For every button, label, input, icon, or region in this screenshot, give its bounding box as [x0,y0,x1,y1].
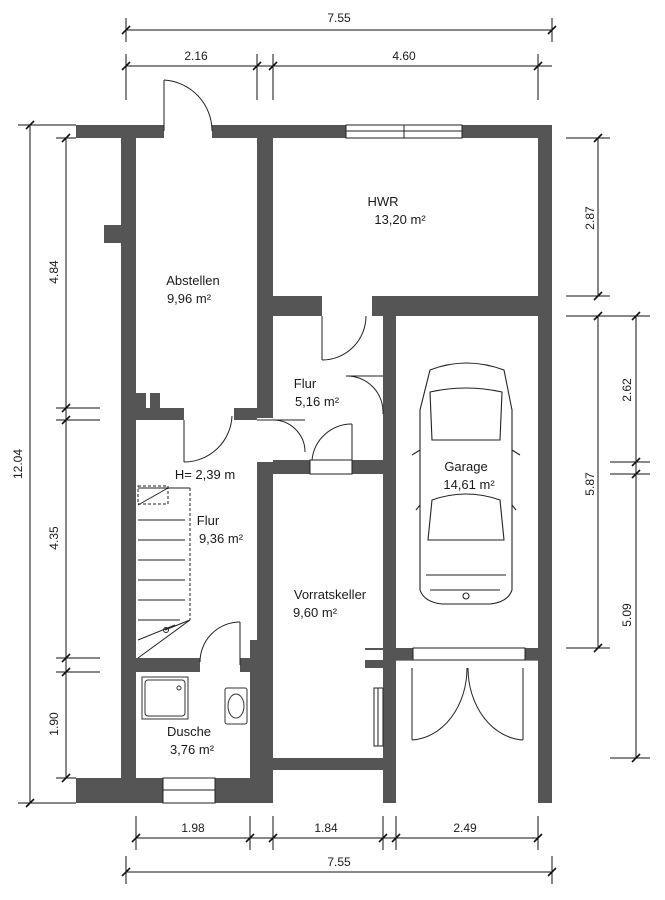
shower-fixtures [141,676,248,725]
dim-left-total: 12.04 [11,449,25,479]
windows [162,124,526,804]
walls [76,125,552,803]
hwr-name: HWR [367,194,398,209]
dim-right-middle-outer: 5.87 [583,472,597,496]
dim-bottom-total: 7.55 [327,855,351,869]
dim-bottom-left: 1.98 [181,821,205,835]
dim-right-middle-inner: 2.62 [620,378,634,402]
dim-left-bottom: 1.90 [47,712,61,736]
dusche-name: Dusche [167,724,211,739]
vorratskeller-area: 9,60 m² [293,605,338,620]
dim-left-top: 4.84 [47,260,61,284]
flur-lower-area: 9,36 m² [199,531,244,546]
vorratskeller-name: Vorratskeller [294,587,367,602]
room-labels: HWR 13,20 m² Abstellen 9,96 m² Flur 5,16… [166,194,495,757]
doors [163,79,538,741]
dim-bottom-right: 2.49 [453,821,477,835]
hwr-area: 13,20 m² [374,212,426,227]
dim-top-left: 2.16 [184,49,208,63]
flur-lower-height: H= 2,39 m [175,467,235,482]
dim-top-right: 4.60 [392,49,416,63]
dimension-lines: 7.55 2.16 4.60 12.04 4.84 4 [11,11,650,884]
abstellen-name: Abstellen [166,273,219,288]
flur-upper-name: Flur [294,376,317,391]
dim-right-top: 2.87 [583,206,597,230]
car-icon [411,362,521,605]
abstellen-area: 9,96 m² [167,291,212,306]
dim-bottom-middle: 1.84 [314,821,338,835]
dim-left-middle: 4.35 [47,526,61,550]
flur-lower-name: Flur [197,513,220,528]
dim-top-total: 7.55 [327,11,351,25]
garage-area: 14,61 m² [443,477,495,492]
garage-name: Garage [444,459,487,474]
dusche-area: 3,76 m² [170,742,215,757]
flur-upper-area: 5,16 m² [295,394,340,409]
dim-right-bottom: 5.09 [620,603,634,627]
staircase [137,485,191,659]
